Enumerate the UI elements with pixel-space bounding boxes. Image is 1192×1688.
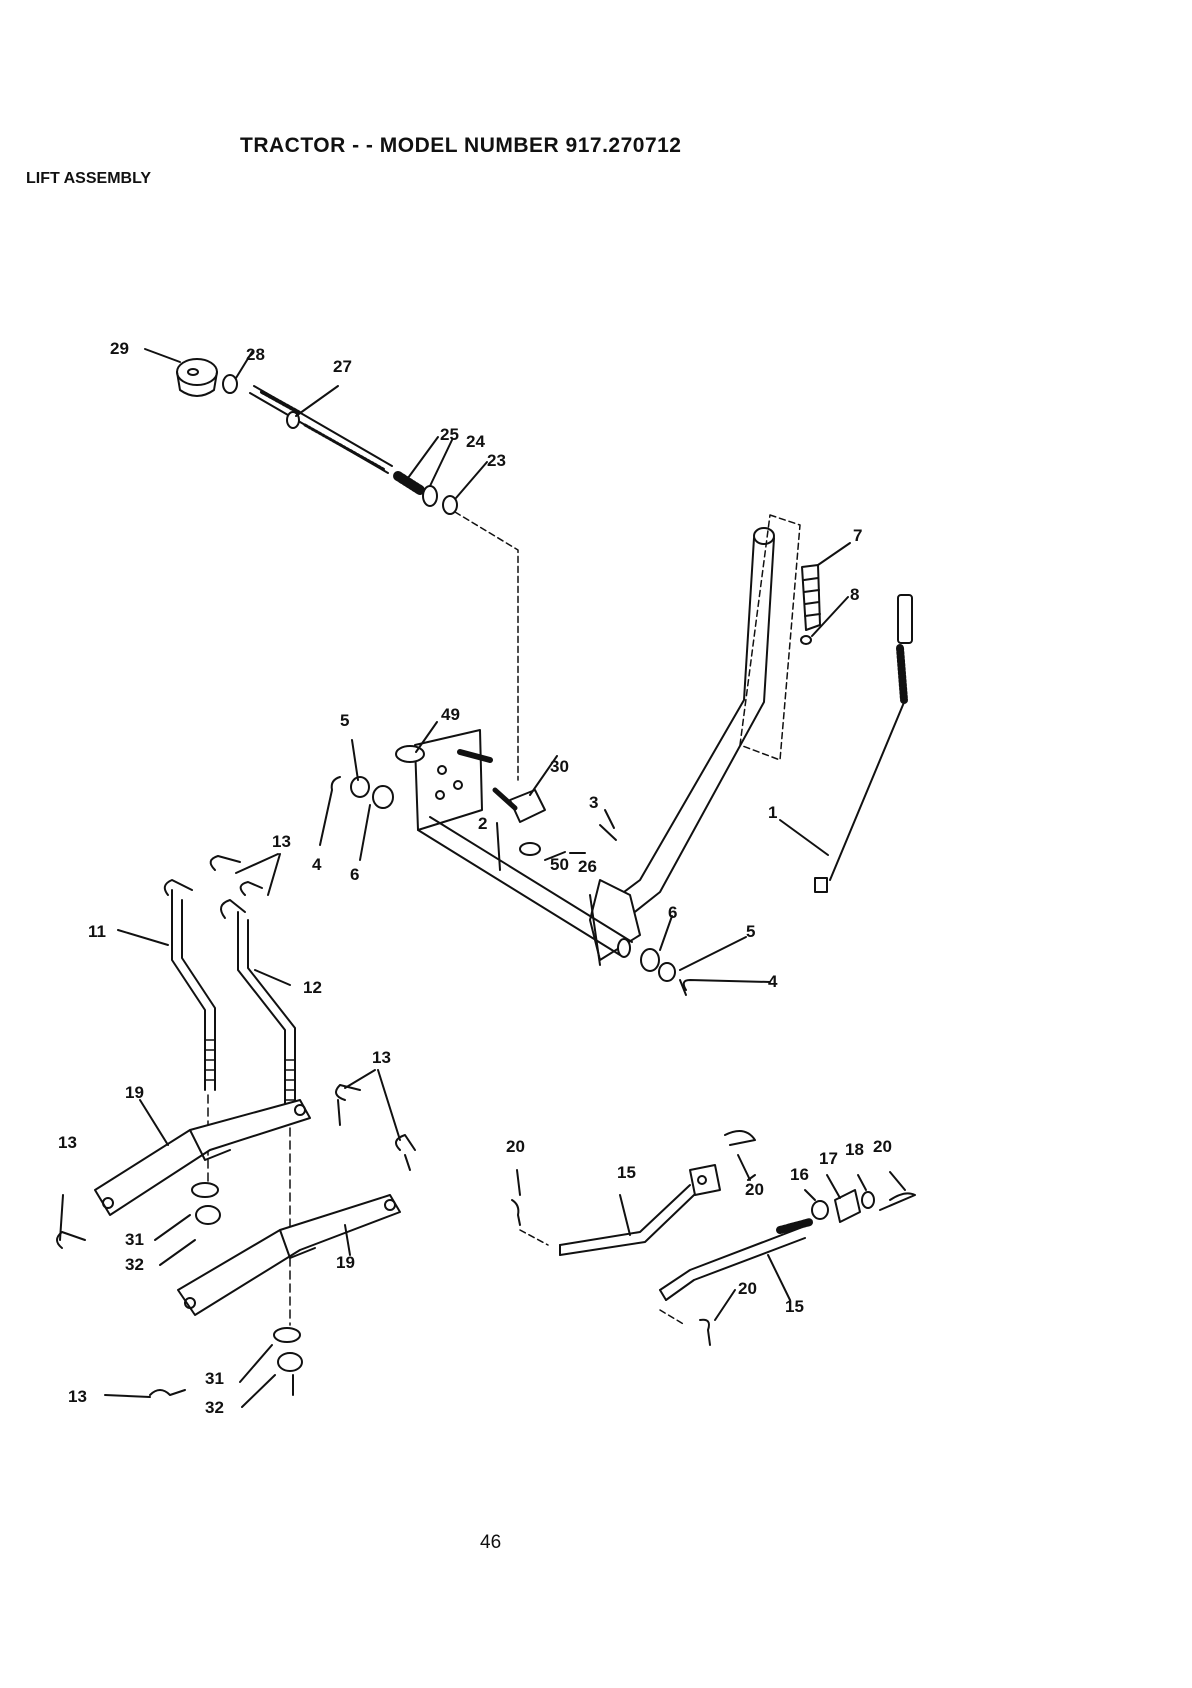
callout-27: 27 <box>333 357 352 376</box>
lift-handle-part <box>590 528 774 965</box>
grip-part <box>802 565 820 630</box>
callout-29: 29 <box>110 339 129 358</box>
callout-11: 11 <box>88 922 106 941</box>
bushing-part <box>192 1183 218 1197</box>
callout-16: 16 <box>790 1165 809 1184</box>
callout-32b: 32 <box>205 1398 224 1417</box>
knob-part <box>177 359 217 396</box>
callout-49: 49 <box>441 705 460 724</box>
callout-26: 26 <box>578 857 597 876</box>
callout-20d: 20 <box>738 1279 757 1298</box>
callout-31: 31 <box>125 1230 144 1249</box>
callout-31b: 31 <box>205 1369 224 1388</box>
callout-20: 20 <box>506 1137 525 1156</box>
callout-19: 19 <box>125 1083 144 1102</box>
callout-13: 13 <box>272 832 291 851</box>
callout-15: 15 <box>617 1163 636 1182</box>
callout-6b: 6 <box>668 903 677 922</box>
washer-part <box>862 1192 874 1208</box>
callout-20c: 20 <box>745 1180 764 1199</box>
callout-23: 23 <box>487 451 506 470</box>
callout-4b: 4 <box>768 972 778 991</box>
deck-link-rod-part <box>660 1222 810 1300</box>
callout-28: 28 <box>246 345 265 364</box>
callout-5b: 5 <box>746 922 755 941</box>
nut-part <box>278 1353 302 1371</box>
nut-part <box>812 1201 828 1219</box>
lift-link-part <box>165 880 215 1090</box>
callout-20b: 20 <box>873 1137 892 1156</box>
bushing-part <box>274 1328 300 1342</box>
callout-12: 12 <box>303 978 322 997</box>
callout-15b: 15 <box>785 1297 804 1316</box>
callout-4: 4 <box>312 855 322 874</box>
callout-7: 7 <box>853 526 862 545</box>
callout-1: 1 <box>768 803 777 822</box>
bushing-part <box>373 786 393 808</box>
trunnion-part <box>495 790 545 822</box>
callout-labels: 29 28 27 25 24 23 7 8 5 49 30 3 1 13 4 6… <box>58 339 892 1417</box>
callout-8: 8 <box>850 585 859 604</box>
callout-17: 17 <box>819 1149 838 1168</box>
bushing-part <box>641 949 659 971</box>
callout-19b: 19 <box>336 1253 355 1272</box>
lift-link-part <box>221 900 295 1110</box>
trunnion-part <box>690 1165 720 1195</box>
callout-25: 25 <box>440 425 459 444</box>
washer-part <box>396 746 424 762</box>
washer-part <box>223 375 237 393</box>
callout-5: 5 <box>340 711 349 730</box>
callout-30: 30 <box>550 757 569 776</box>
lift-rod-part <box>815 595 912 892</box>
nut-part <box>196 1206 220 1224</box>
washer-part <box>351 777 369 797</box>
callout-32: 32 <box>125 1255 144 1274</box>
callout-6: 6 <box>350 865 359 884</box>
callout-2: 2 <box>478 814 487 833</box>
callout-3: 3 <box>589 793 598 812</box>
callout-13b: 13 <box>372 1048 391 1067</box>
callout-13c: 13 <box>58 1133 77 1152</box>
page-number: 46 <box>480 1532 501 1554</box>
callout-24: 24 <box>466 432 485 451</box>
callout-18: 18 <box>845 1140 864 1159</box>
washer-part <box>423 486 437 506</box>
callout-50: 50 <box>550 855 569 874</box>
washer-part <box>659 963 675 981</box>
callout-13d: 13 <box>68 1387 87 1406</box>
